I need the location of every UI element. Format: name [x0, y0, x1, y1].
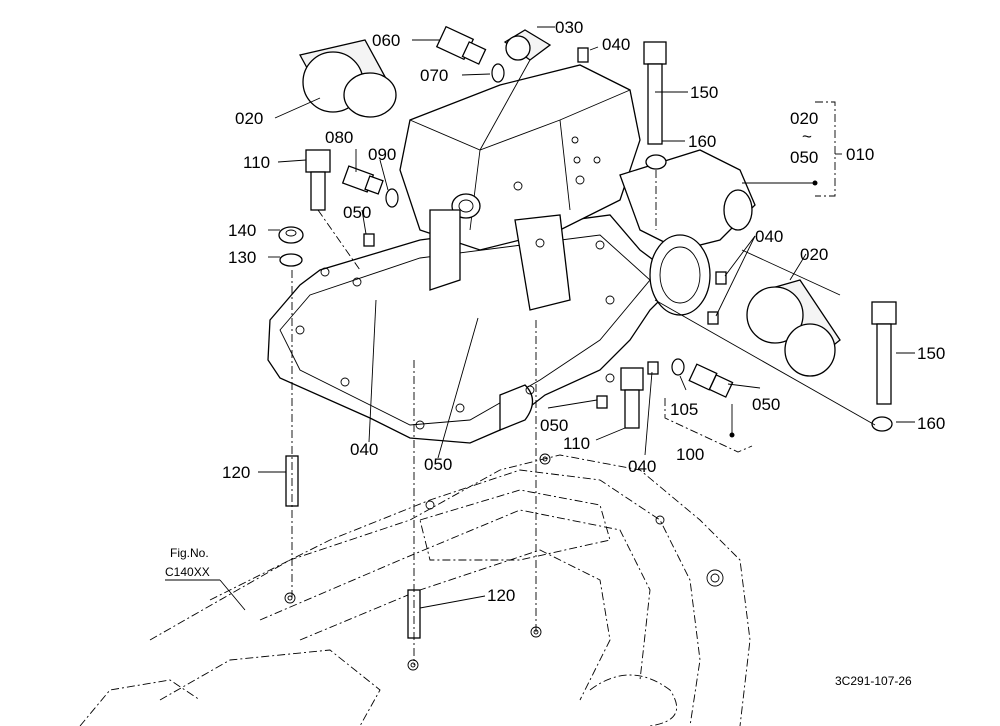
washer-130 — [279, 253, 303, 267]
callout-130: 130 — [228, 248, 256, 267]
callout-labels: 060 030 040 070 150 020 160 080 090 110 … — [165, 18, 945, 688]
callout-105: 105 — [670, 400, 698, 419]
callout-160-right: 160 — [917, 414, 945, 433]
callout-020-left: 020 — [235, 109, 263, 128]
callout-020-right: 020 — [800, 245, 828, 264]
callout-060: 060 — [372, 31, 400, 50]
callout-150-top: 150 — [690, 83, 718, 102]
callout-150-right: 150 — [917, 344, 945, 363]
bracket-assembly-010: 010 — [846, 145, 874, 164]
callout-040-right: 040 — [755, 227, 783, 246]
callout-040-center: 040 — [350, 440, 378, 459]
fitting-060 — [435, 25, 487, 65]
stud-120-center — [407, 589, 421, 639]
cylinder-case-cover — [267, 64, 756, 444]
plug-050-c — [596, 395, 608, 409]
plug-040-top — [577, 47, 589, 63]
callout-120-left: 120 — [222, 463, 250, 482]
assembly-bracket-100 — [664, 398, 753, 453]
callout-050-c: 050 — [752, 395, 780, 414]
leader-lines — [165, 26, 915, 665]
bushing-030 — [503, 29, 552, 61]
bolt-110-center — [620, 367, 644, 429]
callout-110-center: 110 — [563, 434, 590, 453]
bushing-020-left — [299, 39, 397, 118]
callout-140: 140 — [228, 221, 256, 240]
bracket-tilde: ~ — [802, 127, 812, 146]
plug-040-right-b — [707, 311, 719, 325]
bolt-150-top — [643, 41, 667, 145]
washer-160-top — [645, 154, 667, 170]
o-ring-090 — [385, 188, 399, 208]
callout-050-a: 050 — [343, 203, 371, 222]
plug-050-a — [363, 233, 375, 247]
callout-100: 100 — [676, 445, 704, 464]
washer-160-right — [871, 416, 893, 432]
callout-030: 030 — [555, 18, 583, 37]
bracket-from-020: 020 — [790, 109, 818, 128]
nut-140 — [278, 226, 304, 244]
drawing-code: 3C291-107-26 — [835, 674, 912, 688]
callout-040-top: 040 — [602, 35, 630, 54]
plug-040-right-a — [715, 271, 727, 285]
bracket-to-050: 050 — [790, 148, 818, 167]
callout-160-top: 160 — [688, 132, 716, 151]
fitting-100 — [688, 363, 734, 398]
o-ring-070 — [491, 63, 505, 83]
callout-050-d: 050 — [540, 416, 568, 435]
callout-120-center: 120 — [487, 586, 515, 605]
figure-ref-label: Fig.No. — [170, 546, 209, 560]
callout-090: 090 — [368, 145, 396, 164]
callout-110-left: 110 — [243, 153, 270, 172]
callout-040-bottom: 040 — [628, 457, 656, 476]
callout-070: 070 — [420, 66, 448, 85]
plug-050-b — [647, 361, 659, 375]
bolt-110-left — [305, 149, 331, 211]
bushing-020-right — [746, 279, 841, 377]
o-ring-105 — [671, 358, 685, 376]
callout-080: 080 — [325, 128, 353, 147]
bolt-150-right — [871, 301, 897, 405]
figure-ref-number: C140XX — [165, 565, 210, 579]
assembly-bracket-010 — [812, 101, 842, 197]
fitting-080 — [341, 165, 384, 195]
callout-050-b: 050 — [424, 455, 452, 474]
transmission-case — [79, 453, 751, 726]
